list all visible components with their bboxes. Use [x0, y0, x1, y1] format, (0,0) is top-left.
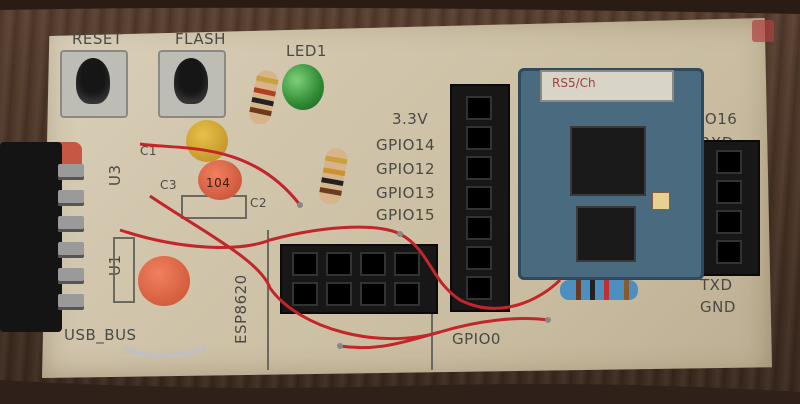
orange-capacitor [138, 256, 190, 306]
antenna-mark: RS5/Ch [552, 76, 596, 90]
esp-chip [570, 126, 646, 196]
flash-label: FLASH [175, 30, 226, 48]
header-slot [326, 252, 352, 276]
gpio12-label: GPIO12 [376, 160, 435, 178]
usb-pin [58, 164, 84, 180]
usb-pin [58, 242, 84, 258]
usb-pin [58, 268, 84, 284]
usb-pin [58, 190, 84, 206]
resistor-led [249, 70, 279, 125]
flash-chip [576, 206, 636, 262]
usb-connector [0, 142, 62, 332]
gnd-label: GND [700, 298, 736, 316]
reset-button [60, 50, 128, 118]
header-slot [394, 282, 420, 306]
header-slot [716, 240, 742, 264]
gpio16-label: IO16 [700, 110, 738, 128]
header-slot [716, 210, 742, 234]
button-cap [76, 58, 110, 104]
header-slot [466, 126, 492, 150]
usb-pin [58, 216, 84, 232]
flash-button [158, 50, 226, 118]
smd-component [652, 192, 670, 210]
header-slot [394, 252, 420, 276]
header-slot [466, 216, 492, 240]
gpio14-label: GPIO14 [376, 136, 435, 154]
module-antenna: RS5/Ch [540, 70, 674, 102]
header-slot [292, 252, 318, 276]
c4-label: 104 [206, 176, 231, 190]
header-slot [466, 96, 492, 120]
usb-pin [58, 294, 84, 310]
button-cap [174, 58, 208, 104]
yellow-capacitor [186, 120, 228, 162]
header-slot [466, 276, 492, 300]
header-slot [326, 282, 352, 306]
header-slot [360, 282, 386, 306]
header-slot [292, 282, 318, 306]
header-slot [466, 156, 492, 180]
green-led [282, 64, 324, 110]
resistor-blue [560, 280, 638, 300]
header-slot [360, 252, 386, 276]
header-slot [716, 150, 742, 174]
header-slot [466, 246, 492, 270]
header-slot [466, 186, 492, 210]
v33-label: 3.3V [392, 110, 429, 128]
red-marker [752, 20, 774, 42]
reset-label: RESET [72, 30, 123, 48]
usb-bus-label: USB_BUS [64, 326, 137, 344]
led1-label: LED1 [286, 42, 327, 60]
header-slot [716, 180, 742, 204]
txd-label: TXD [700, 276, 733, 294]
resistor-gpio [319, 148, 348, 205]
